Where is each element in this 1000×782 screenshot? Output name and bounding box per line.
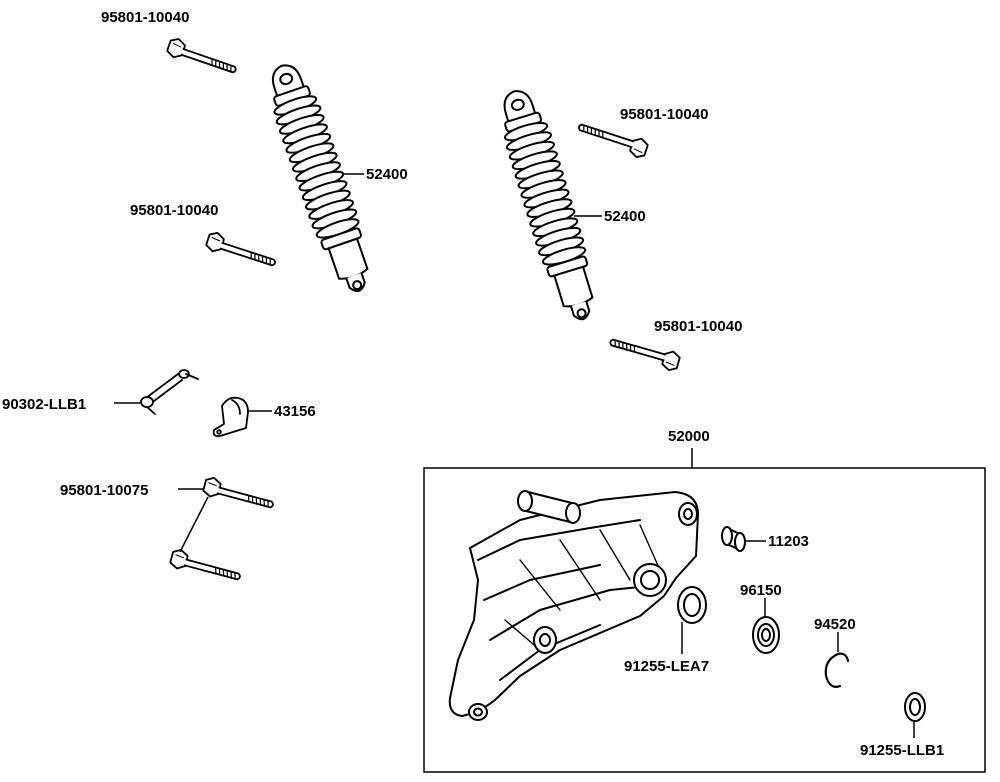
label-bolt-top-right: 95801-10040 [620,106,708,123]
label-assembly: 52000 [668,428,710,445]
circlip-part [824,652,850,688]
label-bolt-mid-left: 95801-10040 [130,202,218,219]
bolt-top-right-part [574,118,650,161]
bolt-mid-left-part [204,229,280,272]
shock-absorber-right-part [490,83,607,327]
shock-absorber-left-part [258,57,382,300]
label-bearing: 96150 [740,582,782,599]
bolt-long-upper-part [201,475,277,514]
seal-left-part [677,586,707,624]
label-seal-right: 91255-LLB1 [860,742,944,759]
leader-bolt-long-link [179,496,209,553]
bolt-top-left-part [164,35,241,79]
screw-set-part [140,369,199,415]
swing-arm-part [448,490,699,721]
label-seal-left: 91255-LEA7 [624,658,709,675]
bracket-part [212,396,249,438]
label-bracket: 43156 [274,403,316,420]
label-bolt-top-left: 95801-10040 [101,9,189,26]
bolt-lower-right-part [606,333,682,373]
label-shock-left: 52400 [366,166,408,183]
bolt-long-lower-part [168,547,244,586]
seal-right-part [904,692,926,722]
label-circlip: 94520 [814,616,856,633]
label-bushing: 11203 [768,533,809,550]
label-shock-right: 52400 [604,208,646,225]
label-bolt-lower-right: 95801-10040 [654,318,742,335]
assembly-box [423,467,986,773]
label-screw-set: 90302-LLB1 [2,396,86,413]
bushing-part [721,526,746,552]
label-bolt-long: 95801-10075 [60,482,148,499]
bearing-part [752,616,780,654]
